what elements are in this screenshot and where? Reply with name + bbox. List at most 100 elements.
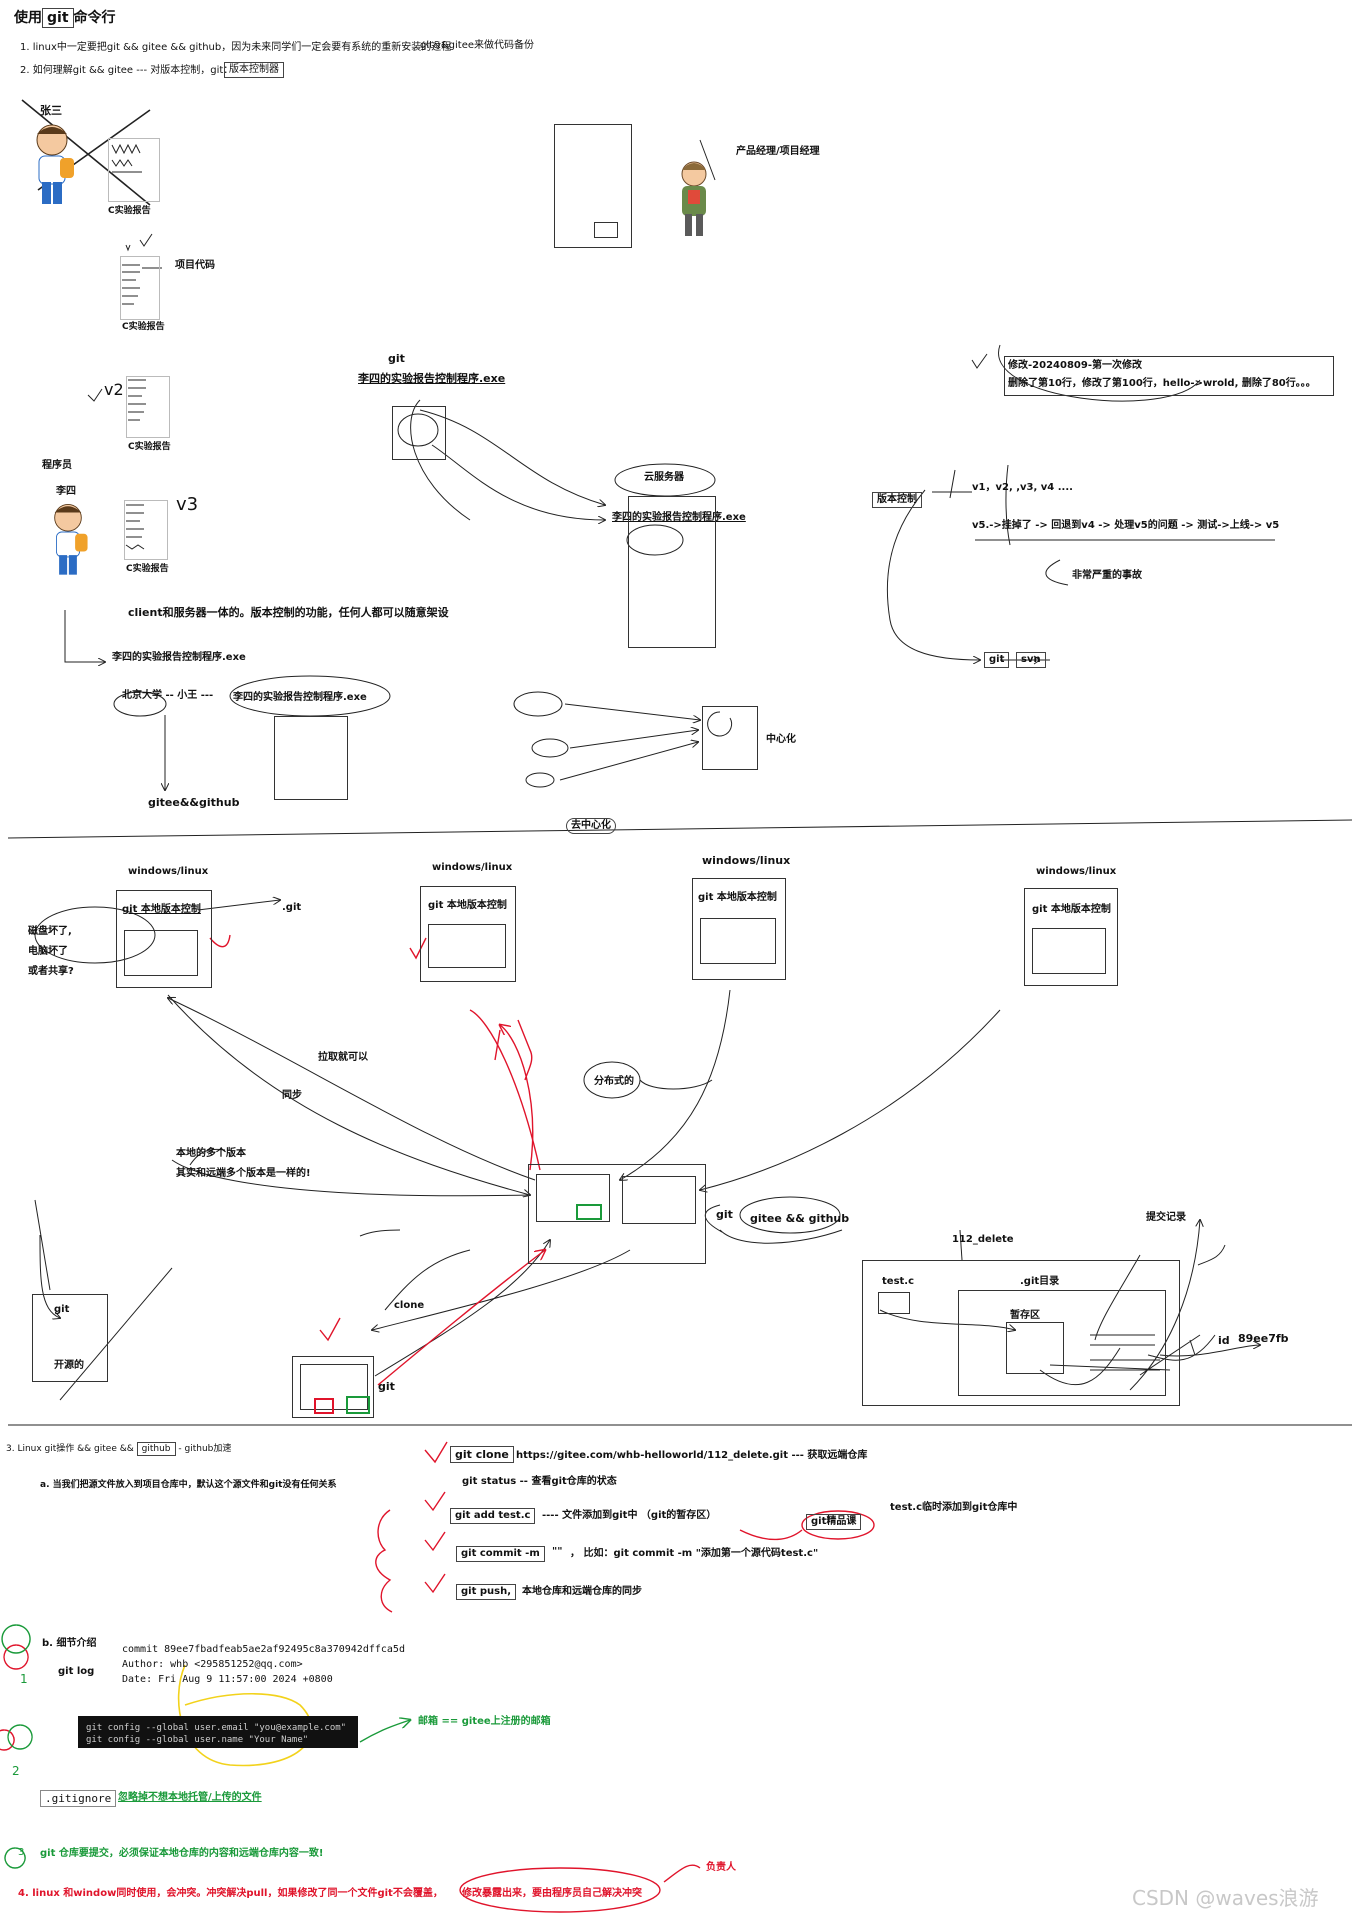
disk-broken-3: 或者共享? bbox=[28, 966, 74, 977]
project-code-label: 项目代码 bbox=[175, 260, 215, 271]
commit-record-label: 提交记录 bbox=[1146, 1212, 1186, 1223]
exe-title: 李四的实验报告控制程序.exe bbox=[358, 372, 506, 385]
person-lisi-icon bbox=[40, 500, 96, 583]
disk-broken-2: 电脑坏了 bbox=[28, 946, 68, 957]
clone-local-inner bbox=[300, 1364, 368, 1410]
v3-mark: v3 bbox=[176, 494, 199, 515]
local-vc-1: git 本地版本控制 bbox=[122, 904, 201, 915]
scribble-report-3 bbox=[128, 379, 146, 421]
local-repo-4-inner bbox=[1032, 928, 1106, 974]
local-repo-1 bbox=[116, 890, 212, 988]
pull-label: 拉取就可以 bbox=[318, 1052, 368, 1063]
bullet-3: 3 bbox=[18, 1847, 25, 1858]
multi-version-2: 其实和远端多个版本是一样的! bbox=[176, 1168, 311, 1179]
versions-list: v1，v2, ,v3, v4 .... bbox=[972, 482, 1073, 493]
client-server-note: client和服务器一体的。版本控制的功能，任何人都可以随意架设 bbox=[128, 606, 449, 619]
git-add-desc: ---- 文件添加到git中 （git的暂存区） bbox=[542, 1510, 717, 1521]
log-commit: commit 89ee7fbadfeab5ae2af92495c8a370942… bbox=[122, 1644, 405, 1655]
git-boutique-label: git精品课 bbox=[806, 1514, 862, 1530]
git-option: git bbox=[984, 652, 1010, 668]
zhangsan-label: 张三 bbox=[40, 104, 62, 117]
lisi-label: 李四 bbox=[56, 486, 76, 497]
report-sheet-4 bbox=[124, 500, 168, 560]
pm-document-inner bbox=[594, 222, 618, 238]
c-report-label-3: C实验报告 bbox=[128, 442, 171, 452]
cloud-exe-label: 李四的实验报告控制程序.exe bbox=[612, 512, 746, 523]
testc-file-box bbox=[878, 1292, 910, 1314]
intro-line-2: 2. 如何理解git && gitee --- 对版本控制，git： bbox=[20, 65, 234, 76]
lisi-exe-label: 李四的实验报告控制程序.exe bbox=[112, 652, 246, 663]
pm-label: 产品经理/项目经理 bbox=[736, 146, 820, 157]
programmer-label: 程序员 bbox=[42, 460, 72, 471]
serious-incident-label: 非常严重的事故 bbox=[1072, 570, 1142, 581]
pm-document-box bbox=[554, 124, 632, 248]
rule-3: git 仓库要提交，必须保证本地仓库的内容和远端仓库内容一致! bbox=[40, 1848, 324, 1859]
git-commit-quote: "" bbox=[552, 1546, 563, 1557]
remote-repo-inner-1 bbox=[536, 1174, 610, 1222]
sync-label: 同步 bbox=[282, 1090, 302, 1101]
multi-version-1: 本地的多个版本 bbox=[176, 1148, 246, 1159]
git-status-desc: git status -- 查看git仓库的状态 bbox=[462, 1476, 617, 1487]
centralized-label: 中心化 bbox=[766, 734, 796, 745]
local-vc-3: git 本地版本控制 bbox=[698, 892, 777, 903]
id-value: 89ee7fb bbox=[1238, 1332, 1289, 1345]
check-2 bbox=[87, 388, 103, 402]
os-label-3: windows/linux bbox=[702, 854, 791, 867]
git-commit-cmd: git commit -m bbox=[456, 1546, 545, 1562]
owner-label: 负责人 bbox=[706, 1862, 736, 1873]
centralized-box bbox=[702, 706, 758, 770]
rule-4: 4. linux 和window同时使用，会冲突。冲突解决pull，如果修改了同… bbox=[18, 1888, 443, 1899]
git-dir-label: .git目录 bbox=[1020, 1276, 1060, 1287]
c-report-label-2: C实验报告 bbox=[122, 322, 165, 332]
git-log-label: git log bbox=[58, 1666, 95, 1677]
local-repo-2 bbox=[420, 886, 516, 982]
v2-mark: v2 bbox=[104, 380, 124, 399]
person-zhangsan-icon bbox=[22, 120, 82, 213]
clone-local-box bbox=[292, 1356, 374, 1418]
clone-label: clone bbox=[394, 1300, 425, 1311]
open-source-box bbox=[32, 1294, 108, 1382]
person-pm-icon bbox=[672, 158, 716, 243]
git-clone-desc: https://gitee.com/whb-helloworld/112_del… bbox=[516, 1450, 868, 1461]
clone-green-mark bbox=[346, 1396, 370, 1414]
id-label: id bbox=[1218, 1334, 1230, 1347]
git-add-cmd: git add test.c bbox=[450, 1508, 536, 1524]
pku-box bbox=[274, 716, 348, 800]
staging-label: 暂存区 bbox=[1010, 1310, 1040, 1321]
v5-flow: v5.->挂掉了 -> 回退到v4 -> 处理v5的问题 -> 测试->上线->… bbox=[972, 520, 1280, 531]
distributed-label: 分布式的 bbox=[594, 1076, 634, 1087]
remote-repo-inner-2 bbox=[622, 1176, 696, 1224]
modify-note-box bbox=[1004, 356, 1334, 396]
log-date: Date: Fri Aug 9 11:57:00 2024 +0800 bbox=[122, 1674, 333, 1685]
local-repo-4 bbox=[1024, 888, 1118, 986]
clone-red-mark bbox=[314, 1398, 334, 1414]
scribble-report-1 bbox=[111, 143, 142, 173]
git-label-top: git bbox=[388, 352, 405, 365]
repo-name-label: 112_delete bbox=[952, 1234, 1014, 1245]
note-a: a. 当我们把源文件放入到项目仓库中，默认这个源文件和git没有任何关系 bbox=[40, 1480, 337, 1490]
scribble-report-4 bbox=[125, 504, 145, 550]
os-label-2: windows/linux bbox=[432, 862, 513, 873]
os-label-4: windows/linux bbox=[1036, 866, 1117, 877]
disk-broken-1: 磁盘坏了, bbox=[28, 926, 72, 937]
repo-structure-box bbox=[862, 1260, 1180, 1406]
c-report-label-1: C实验报告 bbox=[108, 206, 151, 216]
os-label-1: windows/linux bbox=[128, 866, 209, 877]
modify-line-2: 删除了第10行，修改了第100行，hello->wrold, 删除了80行。。。 bbox=[1008, 378, 1316, 389]
local-repo-3 bbox=[692, 878, 786, 980]
version-controller-box: 版本控制器 bbox=[224, 62, 284, 78]
git-open-label: git bbox=[54, 1304, 70, 1315]
gitee-github-label: gitee&&github bbox=[148, 796, 240, 809]
email-note: 邮箱 == gitee上注册的邮箱 bbox=[418, 1716, 551, 1727]
pku-exe-label: 李四的实验报告控制程序.exe bbox=[233, 692, 367, 703]
git-push-desc: 本地仓库和远端仓库的同步 bbox=[522, 1586, 642, 1597]
temp-add-label: test.c临时添加到git仓库中 bbox=[890, 1502, 1018, 1513]
git-config-terminal: git config --global user.email "you@exam… bbox=[78, 1716, 358, 1748]
local-repo-3-inner bbox=[700, 918, 776, 964]
modify-line-1: 修改-20240809-第一次修改 bbox=[1008, 360, 1142, 371]
staging-box bbox=[1006, 1322, 1064, 1374]
testc-label: test.c bbox=[882, 1276, 915, 1287]
decentralized-label: 去中心化 bbox=[566, 818, 616, 834]
intro-line-1: 1. linux中一定要把git && gitee && github，因为未来… bbox=[20, 42, 452, 53]
